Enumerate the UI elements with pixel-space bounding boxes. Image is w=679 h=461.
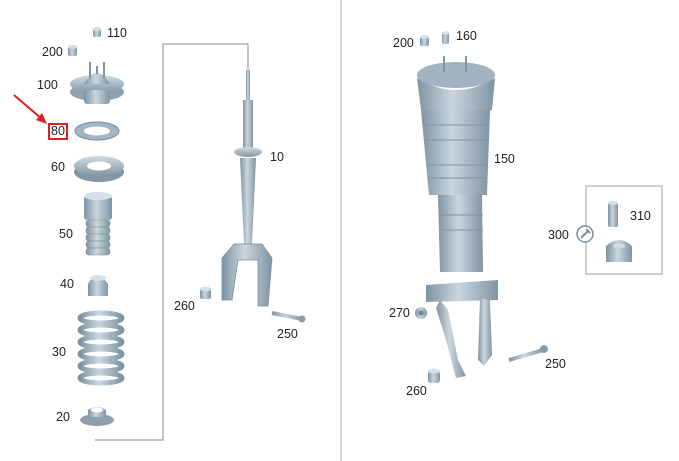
- callout-270[interactable]: 270: [389, 306, 410, 320]
- callout-200-right[interactable]: 200: [393, 36, 414, 50]
- part-310-cap[interactable]: [606, 240, 632, 262]
- callout-60[interactable]: 60: [51, 160, 65, 174]
- callout-50[interactable]: 50: [59, 227, 73, 241]
- callout-260-right[interactable]: 260: [406, 384, 427, 398]
- part-250-bolt[interactable]: [271, 311, 306, 323]
- callout-80-highlighted[interactable]: 80: [48, 123, 68, 140]
- group-bracket: [95, 43, 249, 441]
- part-100-strut-mount[interactable]: [70, 62, 124, 104]
- part-10-shock-absorber[interactable]: [221, 70, 273, 307]
- callout-200[interactable]: 200: [42, 45, 63, 59]
- part-270-bushing[interactable]: [415, 307, 427, 319]
- callout-20[interactable]: 20: [56, 410, 70, 424]
- part-80-ring[interactable]: [74, 121, 120, 141]
- callout-250-right[interactable]: 250: [545, 357, 566, 371]
- callout-310[interactable]: 310: [630, 209, 651, 223]
- part-200-nut-right[interactable]: [420, 35, 429, 46]
- callout-100[interactable]: 100: [37, 78, 58, 92]
- part-300-wrench-icon[interactable]: [576, 225, 594, 243]
- callout-300[interactable]: 300: [548, 228, 569, 242]
- callout-30[interactable]: 30: [52, 345, 66, 359]
- callout-150[interactable]: 150: [494, 152, 515, 166]
- callout-40[interactable]: 40: [60, 277, 74, 291]
- highlight-arrow: [13, 94, 47, 124]
- part-60-spring-seat[interactable]: [74, 156, 124, 182]
- part-110-nut[interactable]: [93, 27, 101, 37]
- part-30-coil-spring[interactable]: [77, 310, 125, 386]
- callout-160[interactable]: 160: [456, 29, 477, 43]
- part-260-bushing-right[interactable]: [428, 368, 440, 383]
- part-40-bump-stop[interactable]: [88, 275, 108, 296]
- callout-110[interactable]: 110: [107, 26, 127, 40]
- part-160-valve[interactable]: [442, 31, 449, 44]
- part-260-bushing[interactable]: [200, 286, 211, 299]
- callout-10[interactable]: 10: [270, 150, 284, 164]
- callout-260[interactable]: 260: [174, 299, 195, 313]
- part-20-lower-seat[interactable]: [80, 407, 114, 426]
- callout-250[interactable]: 250: [277, 327, 298, 341]
- part-150-air-strut[interactable]: [417, 56, 498, 378]
- part-310-valve[interactable]: [608, 201, 618, 227]
- part-50-bellows[interactable]: [84, 192, 112, 256]
- part-200-nut[interactable]: [68, 45, 77, 56]
- part-250-bolt-right[interactable]: [508, 345, 548, 362]
